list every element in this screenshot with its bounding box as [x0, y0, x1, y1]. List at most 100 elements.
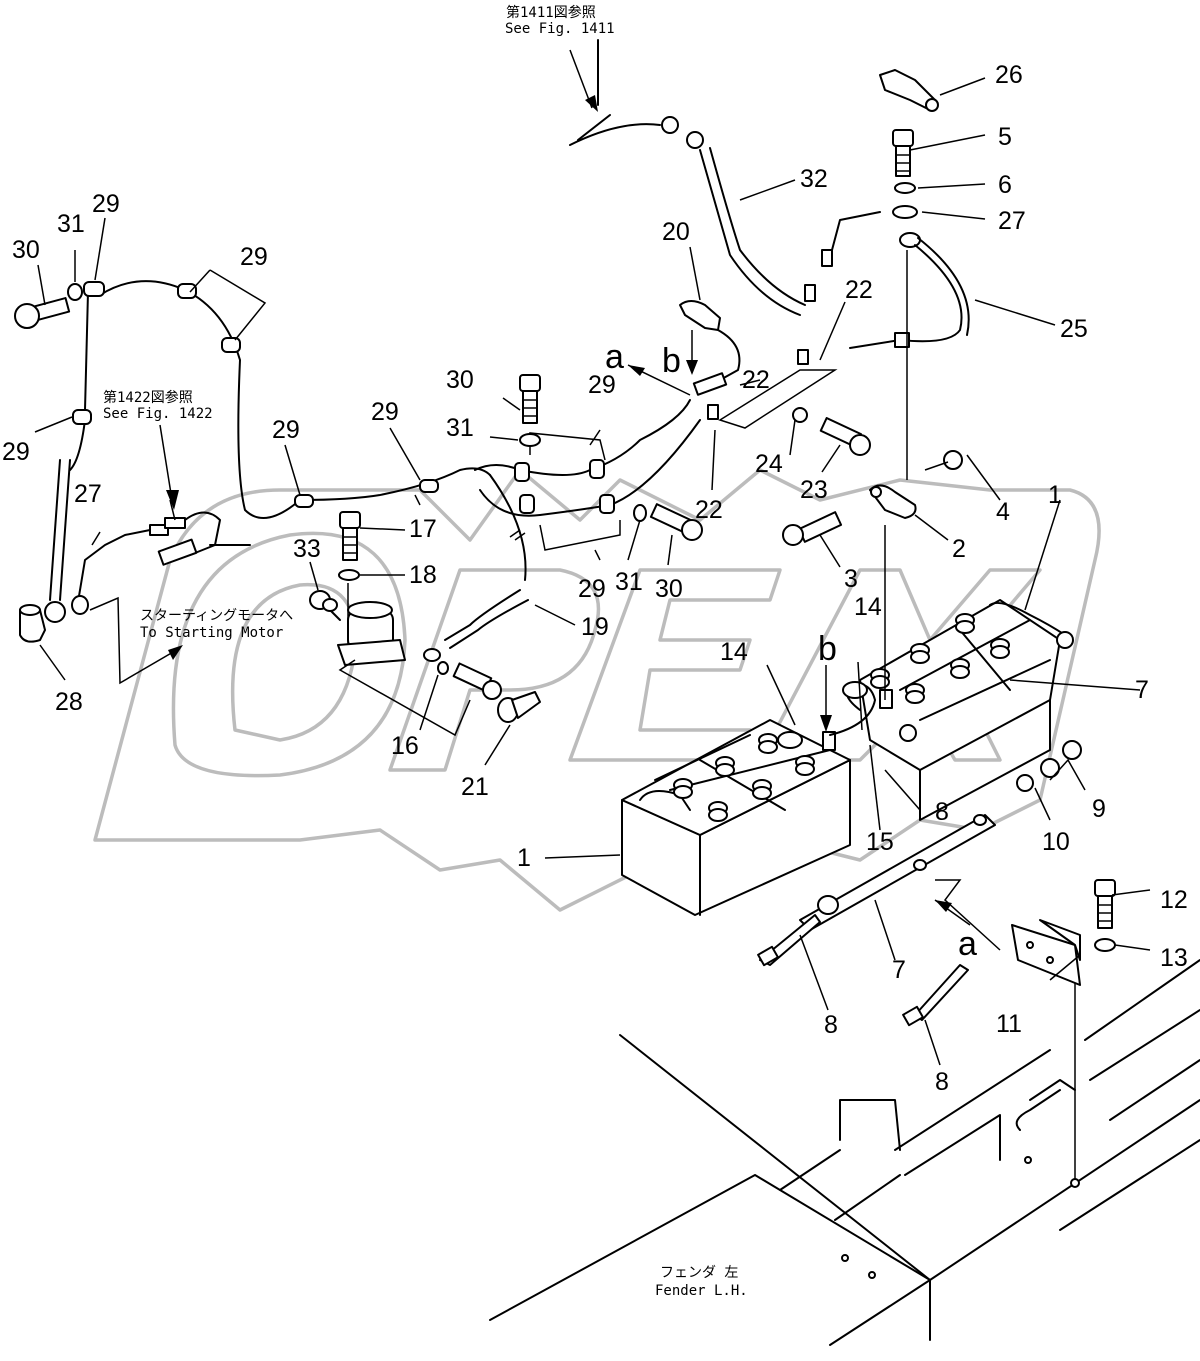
callout: 29	[2, 438, 30, 466]
leader-lines	[34, 77, 1151, 1066]
note-fender-en: Fender L.H.	[655, 1283, 748, 1299]
callout: 29	[240, 243, 268, 271]
view-letter-a-lower: a	[958, 925, 977, 963]
callout: 1	[517, 844, 531, 872]
callout: 10	[1042, 828, 1070, 856]
callout: 15	[866, 828, 894, 856]
callout: 16	[391, 732, 419, 760]
callout: 27	[998, 207, 1026, 235]
callout: 22	[742, 366, 770, 394]
arrow-view-b-upper	[686, 330, 698, 375]
callout: 29	[92, 190, 120, 218]
washer-10	[1016, 774, 1034, 792]
callout: 25	[1060, 315, 1088, 343]
bolt-12	[1094, 879, 1116, 929]
cable-32	[569, 39, 816, 316]
washer-31-upper	[519, 433, 541, 447]
note-fender: フェンダ 左 Fender L.H.	[655, 1265, 748, 1299]
callout: 19	[581, 613, 609, 641]
callout: 29	[588, 371, 616, 399]
callout: 22	[845, 276, 873, 304]
arrow-fig1422	[159, 424, 179, 510]
hold-down-bar-lower	[757, 814, 1001, 1027]
reference-fig1411: 第1411図参照 See Fig. 1411	[505, 4, 615, 37]
terminal-cover-28	[19, 604, 46, 643]
washer-13	[1094, 938, 1116, 952]
washer-6	[894, 182, 916, 194]
callout: 5	[998, 123, 1012, 151]
terminal-clamp-2	[869, 484, 917, 519]
callout: 7	[892, 956, 906, 984]
connector-20	[679, 300, 741, 396]
callout: 2	[952, 535, 966, 563]
callout: 8	[935, 1068, 949, 1096]
note-starting-motor: スターティングモータへ To Starting Motor	[140, 608, 293, 641]
note-starting-motor-en: To Starting Motor	[140, 625, 283, 641]
callout: 9	[1092, 795, 1106, 823]
terminal-cap-26	[879, 69, 939, 112]
callout: 28	[55, 688, 83, 716]
callout: 18	[409, 561, 437, 589]
callout: 31	[446, 414, 474, 442]
bolt-30-left	[14, 297, 71, 329]
callout: 11	[996, 1010, 1022, 1038]
note-starting-motor-jp: スターティングモータへ	[140, 608, 293, 624]
callout: 22	[695, 496, 723, 524]
bolt-17	[339, 511, 361, 561]
washer-24	[792, 407, 808, 423]
battery-caps	[673, 733, 815, 822]
callout: 20	[662, 218, 690, 246]
callout: 8	[935, 798, 949, 826]
callout: 21	[461, 773, 489, 801]
callout: 29	[272, 416, 300, 444]
callout: 7	[1135, 676, 1149, 704]
reference-fig1411-jp: 第1411図参照	[506, 4, 596, 21]
cable-25	[849, 232, 970, 480]
view-letter-a-upper: a	[605, 338, 624, 376]
harness-middle	[474, 399, 701, 551]
arrow-view-b-lower	[820, 665, 832, 732]
bolt-30-right	[649, 503, 703, 541]
reference-fig1411-en: See Fig. 1411	[505, 21, 615, 37]
relay-cap-33	[309, 590, 338, 612]
view-letter-b-lower: b	[818, 630, 837, 668]
reference-fig1422: 第1422図参照 See Fig. 1422	[103, 389, 213, 422]
callout: 1	[1048, 481, 1062, 509]
callout: 14	[854, 593, 882, 621]
callouts: 1 1 2 3 4 5 6 7 7 8 8 8 9 10 11 12 13 14…	[2, 61, 1188, 1096]
terminal-cap-21	[497, 691, 541, 723]
callout: 26	[995, 61, 1023, 89]
battery-left	[621, 719, 851, 916]
reference-fig1422-en: See Fig. 1422	[103, 406, 213, 422]
note-fender-jp: フェンダ 左	[660, 1265, 738, 1281]
callout: 13	[1160, 944, 1188, 972]
arrow-view-a-lower	[934, 899, 971, 926]
cable-27-left	[44, 459, 251, 623]
callout: 8	[824, 1011, 838, 1039]
callout: 17	[409, 515, 437, 543]
washer-31-left	[67, 283, 83, 301]
callout: 30	[12, 236, 40, 264]
view-letter-b-upper: b	[662, 342, 681, 380]
battery-relay	[329, 601, 406, 666]
cable-27-upper	[821, 205, 918, 267]
callout: 3	[844, 565, 858, 593]
bolt-3	[782, 511, 843, 546]
callout: 14	[720, 638, 748, 666]
arrow-fig1411	[569, 49, 598, 112]
nuts-9	[1040, 740, 1082, 778]
callout: 31	[615, 568, 643, 596]
bracket-11	[1011, 919, 1081, 986]
callout: 30	[655, 575, 683, 603]
washer-18	[338, 569, 360, 581]
callout: 33	[293, 535, 321, 563]
callout: 29	[371, 398, 399, 426]
cable-19	[423, 474, 529, 662]
harness-left	[69, 280, 491, 519]
arrow-view-a-upper	[627, 364, 691, 396]
callout: 23	[800, 476, 828, 504]
bolt-5	[892, 129, 914, 177]
callout: 32	[800, 165, 828, 193]
clamp-bar-22	[707, 349, 838, 429]
